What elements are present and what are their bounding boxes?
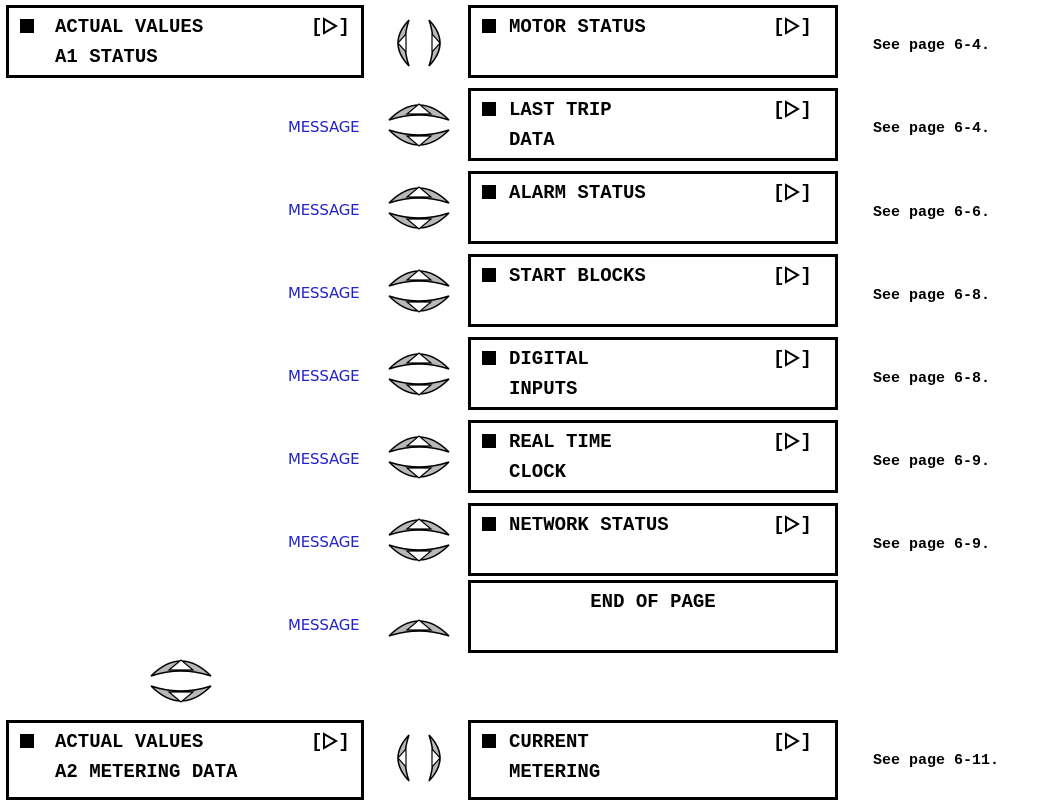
bullet-square-icon bbox=[482, 734, 496, 748]
bullet-square-icon bbox=[482, 19, 496, 33]
bullet-square-icon bbox=[20, 19, 34, 33]
menu-item-line1: DIGITAL bbox=[509, 348, 589, 370]
bullet-square-icon bbox=[482, 268, 496, 282]
message-label: MESSAGE bbox=[288, 118, 360, 136]
menu-item-line1: NETWORK STATUS bbox=[509, 514, 669, 536]
menu-item-line2: INPUTS bbox=[509, 378, 578, 400]
enter-arrow-icon: [] bbox=[773, 265, 812, 287]
message-label: MESSAGE bbox=[288, 284, 360, 302]
up-down-arrow-keys-icon[interactable] bbox=[383, 343, 455, 405]
page-header-a1-status[interactable]: ACTUAL VALUES [] A1 STATUS bbox=[6, 5, 364, 78]
menu-item-line1: CURRENT bbox=[509, 731, 589, 753]
up-down-arrow-keys-icon[interactable] bbox=[383, 426, 455, 488]
menu-item-real-time-clock[interactable]: REAL TIME [] CLOCK bbox=[468, 420, 838, 493]
menu-item-alarm-status[interactable]: ALARM STATUS [] bbox=[468, 171, 838, 244]
up-down-arrow-keys-icon[interactable] bbox=[383, 94, 455, 156]
up-down-arrow-keys-icon[interactable] bbox=[145, 650, 217, 712]
enter-arrow-icon: [] bbox=[773, 16, 812, 38]
bullet-square-icon bbox=[482, 185, 496, 199]
message-label: MESSAGE bbox=[288, 367, 360, 385]
enter-arrow-icon: [] bbox=[773, 99, 812, 121]
menu-item-current-metering[interactable]: CURRENT [] METERING bbox=[468, 720, 838, 800]
menu-item-start-blocks[interactable]: START BLOCKS [] bbox=[468, 254, 838, 327]
menu-item-motor-status[interactable]: MOTOR STATUS [] bbox=[468, 5, 838, 78]
menu-item-line1: START BLOCKS bbox=[509, 265, 646, 287]
menu-item-digital-inputs[interactable]: DIGITAL [] INPUTS bbox=[468, 337, 838, 410]
bullet-square-icon bbox=[20, 734, 34, 748]
enter-arrow-icon: [] bbox=[773, 431, 812, 453]
message-label: MESSAGE bbox=[288, 201, 360, 219]
enter-arrow-icon: [] bbox=[773, 514, 812, 536]
message-label: MESSAGE bbox=[288, 533, 360, 551]
up-down-arrow-keys-icon[interactable] bbox=[383, 260, 455, 322]
page-reference[interactable]: See page 6-4. bbox=[873, 37, 991, 54]
left-right-arrow-keys-icon[interactable] bbox=[383, 733, 455, 783]
page-header-a2-metering-data[interactable]: ACTUAL VALUES [] A2 METERING DATA bbox=[6, 720, 364, 800]
page-reference[interactable]: See page 6-8. bbox=[873, 287, 991, 304]
menu-item-last-trip-data[interactable]: LAST TRIP [] DATA bbox=[468, 88, 838, 161]
enter-arrow-icon: [] bbox=[311, 731, 350, 753]
menu-item-line1: LAST TRIP bbox=[509, 99, 612, 121]
page-reference[interactable]: See page 6-9. bbox=[873, 536, 991, 553]
menu-item-line1: ALARM STATUS bbox=[509, 182, 646, 204]
enter-arrow-icon: [] bbox=[773, 182, 812, 204]
up-down-arrow-keys-icon[interactable] bbox=[383, 177, 455, 239]
end-of-page-box: END OF PAGE bbox=[468, 580, 838, 653]
page-header-line1: ACTUAL VALUES bbox=[55, 731, 204, 753]
menu-item-network-status[interactable]: NETWORK STATUS [] bbox=[468, 503, 838, 576]
page-header-line1: ACTUAL VALUES bbox=[55, 16, 204, 38]
left-right-arrow-keys-icon[interactable] bbox=[383, 18, 455, 68]
page-header-line2: A1 STATUS bbox=[55, 46, 158, 68]
page-reference[interactable]: See page 6-8. bbox=[873, 370, 991, 387]
enter-arrow-icon: [] bbox=[773, 348, 812, 370]
bullet-square-icon bbox=[482, 434, 496, 448]
end-of-page-label: END OF PAGE bbox=[590, 591, 716, 613]
page-reference[interactable]: See page 6-11. bbox=[873, 752, 1000, 769]
message-label: MESSAGE bbox=[288, 450, 360, 468]
menu-item-line2: DATA bbox=[509, 129, 555, 151]
enter-arrow-icon: [] bbox=[773, 731, 812, 753]
message-label: MESSAGE bbox=[288, 616, 360, 634]
page-header-line2: A2 METERING DATA bbox=[55, 761, 238, 783]
menu-item-line2: CLOCK bbox=[509, 461, 567, 483]
up-down-arrow-keys-icon[interactable] bbox=[383, 509, 455, 571]
bullet-square-icon bbox=[482, 102, 496, 116]
menu-item-line1: REAL TIME bbox=[509, 431, 612, 453]
bullet-square-icon bbox=[482, 517, 496, 531]
up-arrow-key-icon[interactable] bbox=[383, 608, 455, 642]
menu-item-line2: METERING bbox=[509, 761, 601, 783]
enter-arrow-icon: [] bbox=[311, 16, 350, 38]
page-reference[interactable]: See page 6-6. bbox=[873, 204, 991, 221]
bullet-square-icon bbox=[482, 351, 496, 365]
page-reference[interactable]: See page 6-9. bbox=[873, 453, 991, 470]
page-reference[interactable]: See page 6-4. bbox=[873, 120, 991, 137]
menu-item-line1: MOTOR STATUS bbox=[509, 16, 646, 38]
